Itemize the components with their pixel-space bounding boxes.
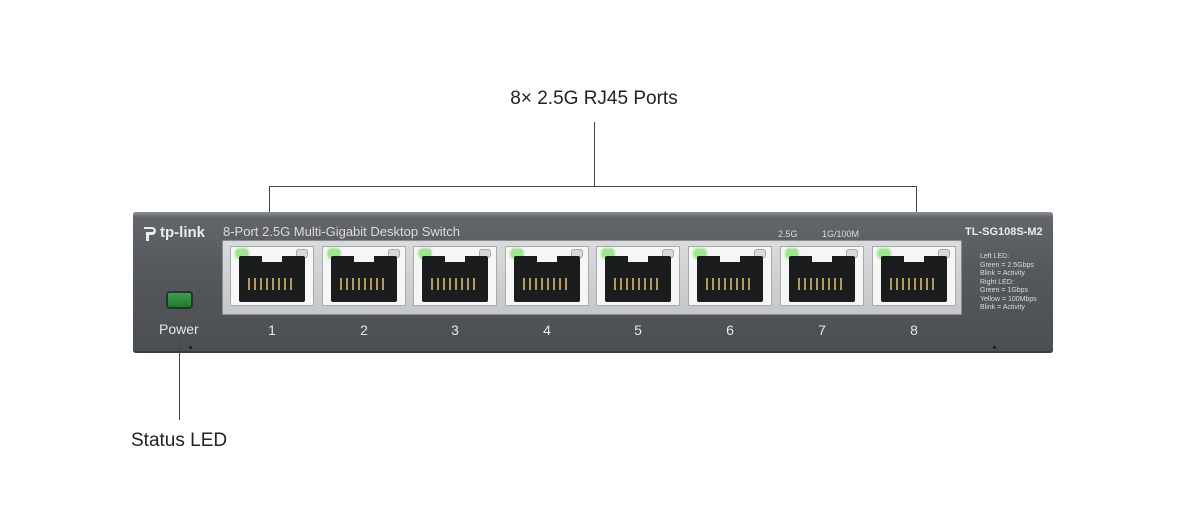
port-led-right xyxy=(846,249,858,258)
led-legend-line: Right LED: xyxy=(980,278,1014,286)
brand-name: tp-link xyxy=(160,224,205,241)
port-number: 3 xyxy=(451,322,459,338)
rj45-jack xyxy=(789,256,855,302)
rj45-jack xyxy=(422,256,488,302)
led-legend-line: Blink = Activity xyxy=(980,270,1025,277)
rj45-port-1[interactable] xyxy=(230,246,314,306)
rj45-jack xyxy=(605,256,671,302)
ports-callout-stem xyxy=(594,122,595,186)
model-number: TL-SG108S-M2 xyxy=(965,226,1043,238)
tp-link-logo: tp-link xyxy=(141,223,223,245)
speed-label-2-5g: 2.5G xyxy=(778,229,798,239)
rj45-jack xyxy=(239,256,305,302)
rj45-port-7[interactable] xyxy=(780,246,864,306)
power-label: Power xyxy=(159,321,199,337)
rj45-port-6[interactable] xyxy=(688,246,772,306)
switch-top-edge xyxy=(133,212,1053,218)
rj45-port-4[interactable] xyxy=(505,246,589,306)
port-led-right xyxy=(571,249,583,258)
rj45-port-8[interactable] xyxy=(872,246,956,306)
led-legend-line: Green = 1Gbps xyxy=(980,287,1029,294)
device-description: 8-Port 2.5G Multi-Gigabit Desktop Switch xyxy=(223,224,460,239)
port-led-left xyxy=(786,249,798,258)
port-number: 4 xyxy=(543,322,551,338)
ports-callout-bracket xyxy=(269,186,917,187)
port-led-left xyxy=(694,249,706,258)
port-led-left xyxy=(236,249,248,258)
port-number: 5 xyxy=(634,322,642,338)
port-led-right xyxy=(938,249,950,258)
tp-link-logo-icon xyxy=(144,227,156,241)
port-led-left xyxy=(602,249,614,258)
port-led-right xyxy=(388,249,400,258)
port-number: 1 xyxy=(268,322,276,338)
rj45-jack xyxy=(881,256,947,302)
port-led-left xyxy=(878,249,890,258)
screw-hole xyxy=(189,346,192,349)
port-number: 8 xyxy=(910,322,918,338)
rj45-port-3[interactable] xyxy=(413,246,497,306)
speed-label-1g-100m: 1G/100M xyxy=(822,229,860,239)
port-led-right xyxy=(479,249,491,258)
port-number: 2 xyxy=(360,322,368,338)
port-led-left xyxy=(419,249,431,258)
port-led-left xyxy=(328,249,340,258)
rj45-jack xyxy=(331,256,397,302)
status-led-callout-label: Status LED xyxy=(131,430,228,451)
ports-callout-label: 8× 2.5G RJ45 Ports xyxy=(510,88,678,109)
rj45-port-2[interactable] xyxy=(322,246,406,306)
status-led-callout-line xyxy=(179,338,180,420)
power-led xyxy=(168,293,191,307)
port-number: 6 xyxy=(726,322,734,338)
led-legend-line: Yellow = 100Mbps xyxy=(980,295,1037,303)
rj45-jack xyxy=(697,256,763,302)
led-legend-line: Blink = Activity xyxy=(980,304,1025,311)
port-led-right xyxy=(296,249,308,258)
rj45-jack xyxy=(514,256,580,302)
rj45-port-5[interactable] xyxy=(596,246,680,306)
led-legend-line: Green = 2.5Gbps xyxy=(980,261,1034,269)
port-led-left xyxy=(511,249,523,258)
port-led-right xyxy=(754,249,766,258)
screw-hole xyxy=(993,346,996,349)
rj45-port-panel xyxy=(222,240,962,315)
led-legend: Left LED: Green = 2.5Gbps Blink = Activi… xyxy=(980,253,1037,313)
port-led-right xyxy=(662,249,674,258)
led-legend-line: Left LED: xyxy=(980,253,1010,260)
port-number: 7 xyxy=(818,322,826,338)
